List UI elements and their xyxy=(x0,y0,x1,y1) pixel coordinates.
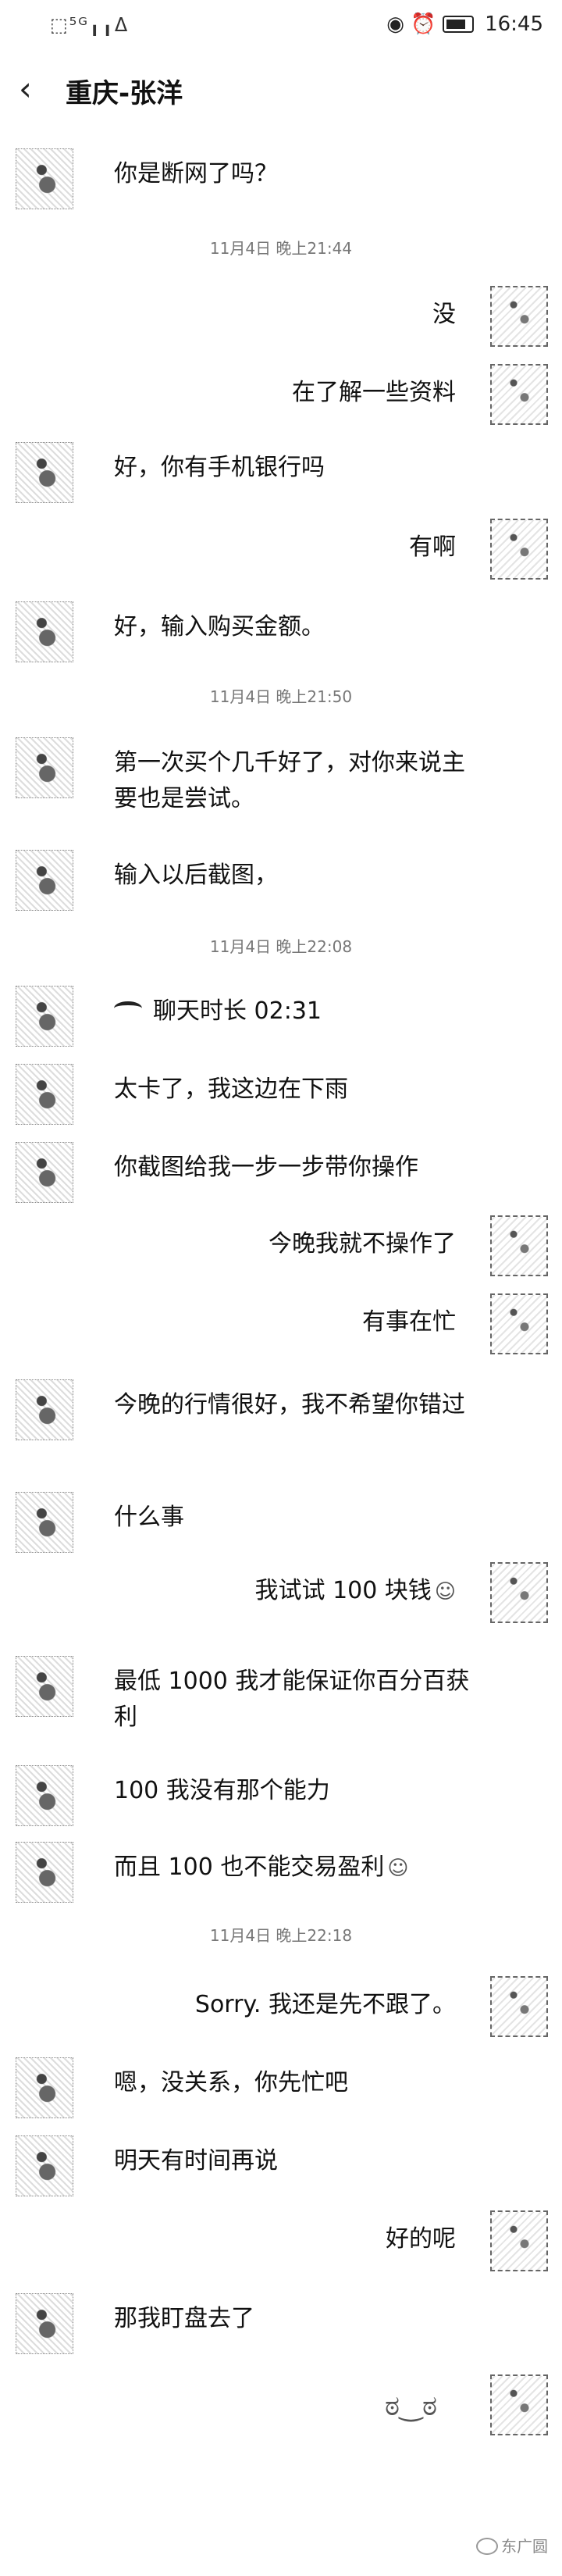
timestamp: 11月4日 晚上22:18 xyxy=(209,1926,353,1945)
avatar-self[interactable] xyxy=(490,1976,548,2037)
avatar-contact[interactable] xyxy=(16,601,73,662)
avatar-contact[interactable] xyxy=(16,442,73,503)
watermark: 东广圆 xyxy=(476,2534,548,2556)
avatar-contact[interactable] xyxy=(16,1656,73,1717)
avatar-contact[interactable] xyxy=(16,1765,73,1826)
smile-emoji-icon: ☺ xyxy=(387,1857,409,1880)
message-text: 100 我没有那个能力 xyxy=(114,1777,330,1804)
message-text: 明天有时间再说 xyxy=(114,2147,278,2175)
back-arrow-icon[interactable]: ‹ xyxy=(19,70,32,108)
avatar-contact[interactable] xyxy=(16,986,73,1047)
avatar-self[interactable] xyxy=(490,2374,548,2435)
avatar-self[interactable] xyxy=(490,1293,548,1354)
message-text: 没 xyxy=(432,301,456,328)
message-text: 在了解一些资料 xyxy=(292,379,456,406)
avatar-contact[interactable] xyxy=(16,1492,73,1553)
wechat-icon xyxy=(476,2538,498,2555)
avatar-self[interactable] xyxy=(490,519,548,580)
message-text-with-emoji: 而且 100 也不能交易盈利☺ xyxy=(114,1850,473,1886)
avatar-contact[interactable] xyxy=(16,1064,73,1125)
avatar-self[interactable] xyxy=(490,1215,548,1276)
timestamp: 11月4日 晚上21:50 xyxy=(209,687,353,706)
battery-icon xyxy=(442,16,474,33)
message-text: 而且 100 也不能交易盈利 xyxy=(114,1854,385,1881)
avatar-self[interactable] xyxy=(490,286,548,347)
message-text: 好，输入购买金额。 xyxy=(114,613,325,640)
message-text: 最低 1000 我才能保证你百分百获利 xyxy=(114,1668,470,1731)
message-text: 有事在忙 xyxy=(362,1308,456,1336)
alarm-icon: ⏰ xyxy=(411,12,436,36)
contact-name: 重庆-张洋 xyxy=(66,78,183,109)
message-text: 今晚的行情很好，我不希望你错过 xyxy=(114,1391,465,1418)
message-text: 嗯，没关系，你先忙吧 xyxy=(114,2069,348,2096)
timestamp: 11月4日 晚上22:08 xyxy=(209,937,353,956)
signal-icons: ⬚⁵ᴳ╻╻ᐃ xyxy=(50,14,130,36)
message-text: 什么事 xyxy=(114,1504,184,1531)
status-bar: ⬚⁵ᴳ╻╻ᐃ ◉ ⏰ 16:45 xyxy=(0,0,562,50)
avatar-self[interactable] xyxy=(490,2210,548,2271)
message-text: 第一次买个几千好了，对你来说主要也是尝试。 xyxy=(114,749,465,812)
avatar-contact[interactable] xyxy=(16,148,73,209)
phone-icon xyxy=(114,1001,142,1015)
chat-header: ‹ 重庆-张洋 xyxy=(0,62,562,117)
message-text: 太卡了，我这边在下雨 xyxy=(114,1076,348,1103)
timestamp: 11月4日 晚上21:44 xyxy=(209,239,353,258)
message-text: Sorry. 我还是先不跟了。 xyxy=(194,1991,456,2018)
message-text: 今晚我就不操作了 xyxy=(269,1230,456,1258)
message-text: 我试试 100 块钱 xyxy=(254,1577,432,1604)
avatar-contact[interactable] xyxy=(16,850,73,911)
avatar-contact[interactable] xyxy=(16,1842,73,1903)
avatar-self[interactable] xyxy=(490,1562,548,1623)
status-time: 16:45 xyxy=(485,12,543,36)
sticker-emoji-icon: ಠ‿ಠ xyxy=(384,2390,437,2422)
message-text: 好的呢 xyxy=(386,2225,456,2253)
message-text: 聊天时长 02:31 xyxy=(153,997,322,1025)
avatar-contact[interactable] xyxy=(16,2135,73,2196)
embarrassed-emoji-icon: ☺ xyxy=(434,1580,456,1604)
message-text: 你是断网了吗？ xyxy=(114,160,278,187)
avatar-contact[interactable] xyxy=(16,1379,73,1440)
message-text: 有啊 xyxy=(409,533,456,561)
message-text-with-emoji: 我试试 100 块钱☺ xyxy=(255,1573,456,1610)
call-record[interactable]: 聊天时长 02:31 xyxy=(114,994,473,1029)
message-text: 那我盯盘去了 xyxy=(114,2305,254,2332)
message-text: 好，你有手机银行吗 xyxy=(114,454,325,481)
status-right: ◉ ⏰ 16:45 xyxy=(386,12,543,36)
avatar-contact[interactable] xyxy=(16,2293,73,2354)
avatar-contact[interactable] xyxy=(16,1142,73,1203)
watermark-text: 东广圆 xyxy=(501,2537,548,2556)
message-text: 你截图给我一步一步带你操作 xyxy=(114,1154,418,1181)
eye-icon: ◉ xyxy=(386,12,404,36)
avatar-contact[interactable] xyxy=(16,2057,73,2118)
sticker-image[interactable]: ಠ‿ಠ xyxy=(382,2389,437,2426)
message-text: 输入以后截图， xyxy=(114,862,278,889)
avatar-self[interactable] xyxy=(490,364,548,425)
avatar-contact[interactable] xyxy=(16,737,73,798)
